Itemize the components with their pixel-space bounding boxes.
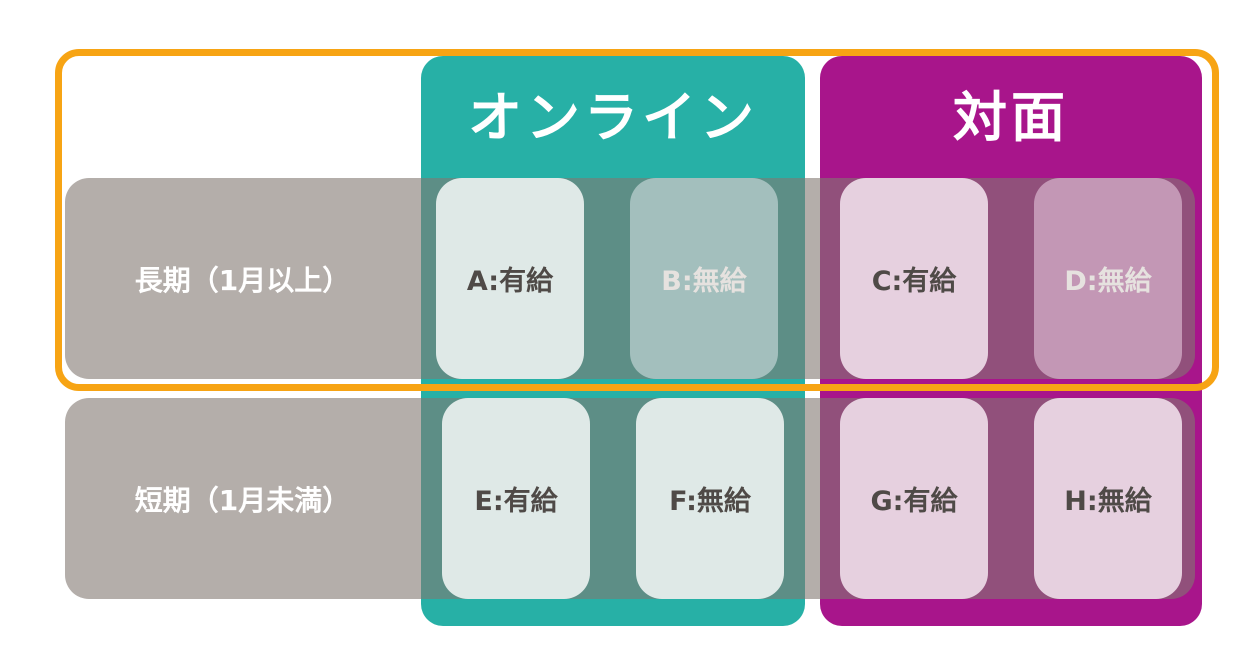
face-to-face-column-title: 対面 [953, 86, 1069, 149]
cell-b-unpaid: B:無給 [630, 178, 778, 379]
cell-a-paid: A:有給 [436, 178, 584, 379]
cell-g-paid: G:有給 [840, 398, 988, 599]
cell-d-unpaid: D:無給 [1034, 178, 1182, 379]
online-column-title: オンライン [468, 86, 758, 149]
row-long-term-label: 長期（1月以上） [134, 263, 351, 297]
row-short-term-label: 短期（1月未満） [134, 483, 351, 517]
cell-c-paid: C:有給 [840, 178, 988, 379]
cell-e-paid: E:有給 [442, 398, 590, 599]
cell-h-unpaid: H:無給 [1034, 398, 1182, 599]
row-short-term: 短期（1月未満） [65, 398, 1195, 599]
cell-f-unpaid: F:無給 [636, 398, 784, 599]
